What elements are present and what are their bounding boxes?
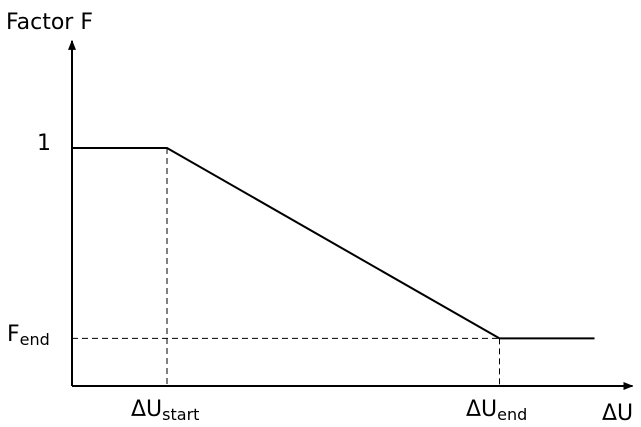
x-tick-label-end: ΔUend [466,397,527,424]
y-axis-label: Factor F [6,10,93,35]
y-tick-label-one: 1 [37,131,51,156]
guide-lines [72,148,500,386]
y-tick-label-fend: Fend [7,322,50,349]
x-axis-label: ΔU [602,401,633,426]
series-line [72,147,595,340]
x-tick-label-start: ΔUstart [131,397,199,424]
